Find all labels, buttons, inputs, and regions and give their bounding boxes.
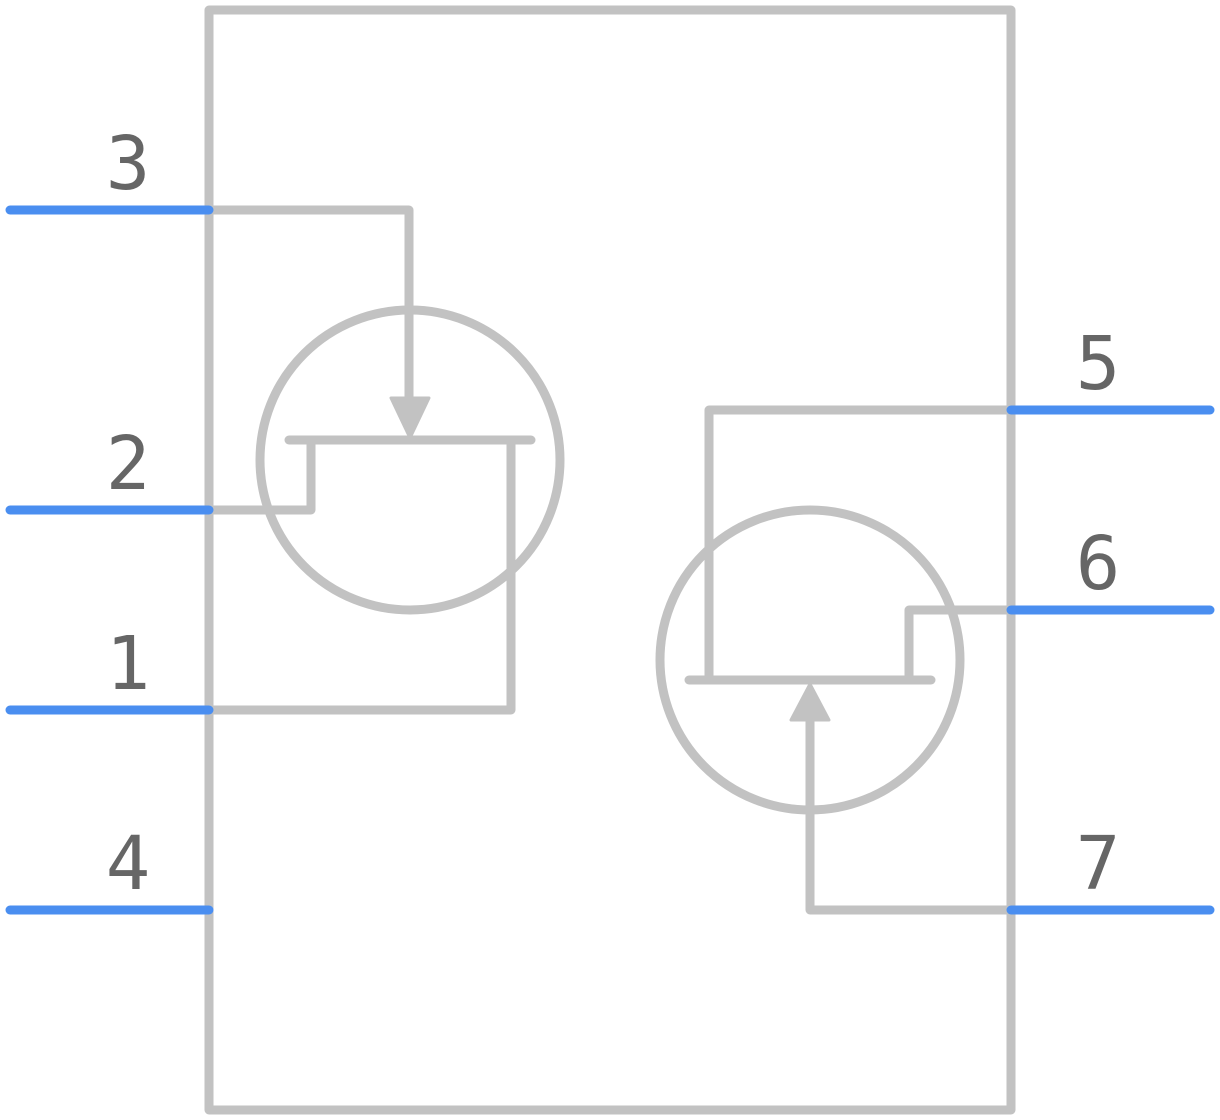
- transistor-left-pin2-lead: [204, 435, 316, 515]
- transistor-right-pin5-lead: [704, 405, 1016, 685]
- pin-3-label: 3: [106, 121, 151, 207]
- pin-5-label: 5: [1076, 321, 1121, 407]
- transistor-left-arrow: [389, 396, 431, 440]
- transistor-left-pin3-lead: [204, 205, 414, 405]
- pin-6-label: 6: [1076, 521, 1121, 607]
- pin-7-label: 7: [1076, 821, 1121, 907]
- pin-2-label: 2: [106, 421, 151, 507]
- transistor-left-pin1-lead: [204, 435, 516, 715]
- transistor-right: [655, 405, 1016, 915]
- pin-1-label: 1: [106, 621, 151, 707]
- transistor-left: [204, 205, 565, 715]
- pin-4-label: 4: [106, 821, 151, 907]
- component-body: [204, 5, 1016, 1115]
- transistor-right-pin7-lead: [805, 715, 1016, 915]
- transistor-right-arrow: [789, 682, 831, 722]
- transistor-right-pin6-lead: [904, 605, 1016, 685]
